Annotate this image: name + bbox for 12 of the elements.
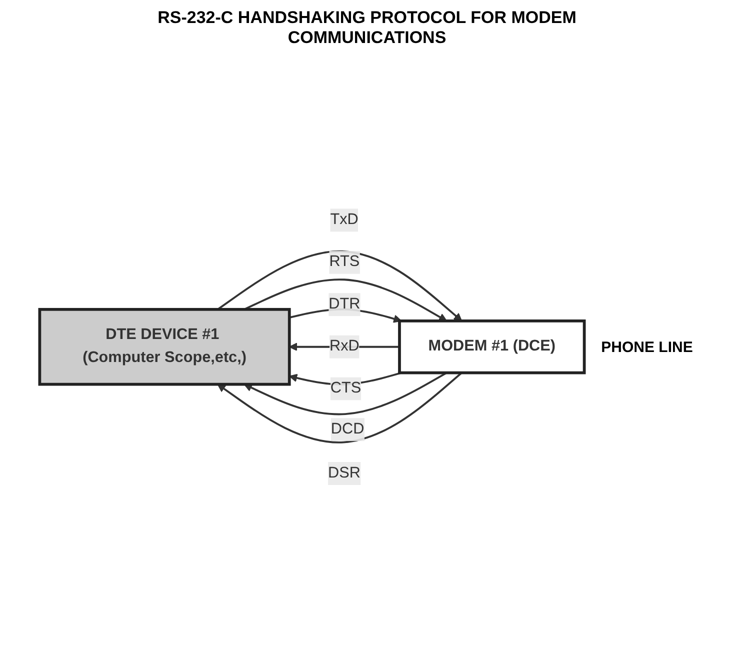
node-box: DTE DEVICE #1 (Computer Scope,etc,) <box>38 308 291 386</box>
text-label: PHONE LINE <box>600 338 694 356</box>
edge-label: RxD <box>329 338 360 355</box>
edge-label: TxD <box>330 212 358 228</box>
diagram-title: RS-232-C HANDSHAKING PROTOCOL FOR MODEM COMMUNICATIONS <box>156 8 578 48</box>
arrow <box>244 278 448 322</box>
edge-label: DSR <box>328 465 360 482</box>
edge-label: RTS <box>329 254 360 270</box>
edge-label: DTR <box>328 296 360 312</box>
node-box: MODEM #1 (DCE) <box>398 320 586 374</box>
edge-label: CTS <box>330 380 362 397</box>
edge-label: DCD <box>330 421 364 438</box>
